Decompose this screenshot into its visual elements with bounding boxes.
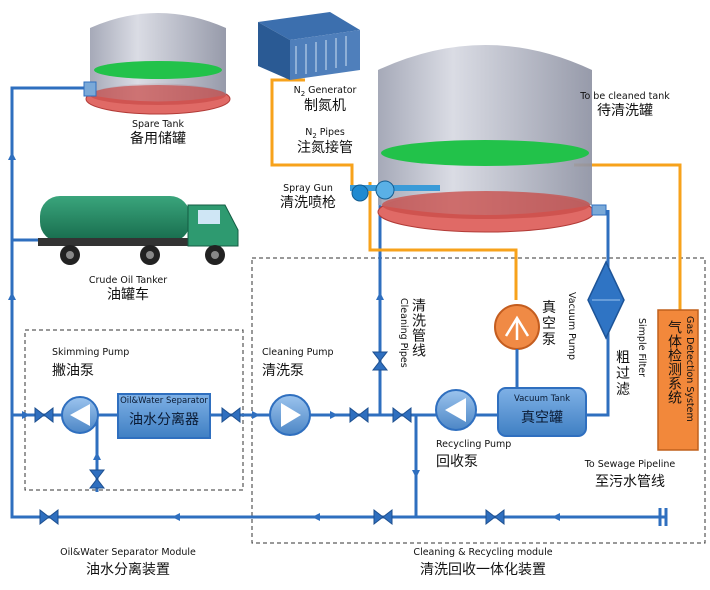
spare-tank-label-en: Spare Tank bbox=[131, 119, 185, 130]
to-be-cleaned-tank bbox=[377, 45, 607, 233]
oil-water-separator-box bbox=[117, 393, 211, 439]
crude-oil-tanker-truck bbox=[38, 196, 239, 265]
spray-gun bbox=[350, 180, 440, 202]
recycling-pump-label-en: Recycling Pump bbox=[436, 439, 512, 450]
vacuum-tank-label-en: Vacuum Tank bbox=[513, 394, 571, 404]
recycling-pump-icon bbox=[435, 389, 477, 431]
valve-icon bbox=[39, 508, 59, 526]
vacuum-pump-label-en: Vacuum Pump bbox=[566, 292, 577, 360]
valve-icon bbox=[34, 406, 54, 424]
valve-icon bbox=[221, 406, 241, 424]
spray-gun-label-en: Spray Gun bbox=[283, 183, 333, 194]
cleaning-module-label: Cleaning & Recycling module 清洗回收一体化装置 bbox=[413, 547, 553, 578]
spare-tank bbox=[83, 13, 231, 115]
spray-gun-label: Spray Gun 清洗喷枪 bbox=[280, 183, 336, 211]
cleaning-module-box bbox=[251, 257, 706, 544]
to-be-cleaned-tank-label-cn: 待清洗罐 bbox=[597, 102, 653, 119]
crude-oil-tanker-label-cn: 油罐车 bbox=[107, 286, 149, 303]
crude-oil-tanker-label: Crude Oil Tanker 油罐车 bbox=[88, 275, 168, 303]
crude-oil-tanker-label-en: Crude Oil Tanker bbox=[88, 275, 168, 286]
oil-water-separator-label-en: Oil&Water Separator bbox=[120, 396, 208, 406]
vacuum-tank-label: Vacuum Tank 真空罐 bbox=[498, 394, 586, 427]
n2-pipes-label-cn: 注氮接管 bbox=[297, 139, 353, 156]
skimming-pump-label-cn: 撇油泵 bbox=[52, 362, 94, 379]
skimming-pump-icon bbox=[61, 396, 99, 434]
cleaning-pipes-label-en: Cleaning Pipes bbox=[398, 298, 409, 368]
cleaning-module-label-en: Cleaning & Recycling module bbox=[413, 547, 553, 558]
separator-module-box bbox=[24, 329, 244, 491]
vacuum-tank-box bbox=[497, 387, 587, 437]
cleaning-pipes-label: Cleaning Pipes bbox=[394, 298, 413, 370]
simple-filter-label-cn: 粗过滤 bbox=[616, 350, 630, 398]
separator-module-label-en: Oil&Water Separator Module bbox=[60, 547, 196, 558]
simple-filter-icon bbox=[587, 260, 625, 340]
valve-icon bbox=[392, 406, 412, 424]
to-be-cleaned-tank-label-en: To be cleaned tank bbox=[580, 91, 670, 102]
cleaning-pump-label-en: Cleaning Pump bbox=[262, 347, 334, 358]
cleaning-pump-label-cn: 清洗泵 bbox=[262, 362, 304, 379]
skimming-pump-label: Skimming Pump 撇油泵 bbox=[52, 347, 130, 379]
oil-water-separator-label: Oil&Water Separator 油水分离器 bbox=[118, 396, 210, 429]
n2-generator-label-en: N2 Generator bbox=[293, 85, 357, 98]
gas-detection-box bbox=[657, 309, 699, 451]
cleaning-module-label-cn: 清洗回收一体化装置 bbox=[419, 561, 546, 578]
to-sewage-label-cn: 至污水管线 bbox=[595, 473, 665, 490]
vacuum-pump-icon bbox=[494, 304, 540, 388]
n2-pipes-label-en: N2 Pipes bbox=[305, 127, 345, 140]
cleaning-pump-icon bbox=[269, 394, 311, 436]
n2-generator-container bbox=[258, 12, 360, 80]
valves bbox=[34, 351, 505, 526]
gas-detection-label-en: Gas Detection System bbox=[684, 316, 695, 422]
n2-generator-label: N2 Generator 制氮机 bbox=[293, 85, 357, 114]
n2-generator-label-cn: 制氮机 bbox=[304, 97, 346, 114]
separator-module-label-cn: 油水分离装置 bbox=[85, 561, 170, 578]
vacuum-pump-label-cn-wrap: 真空泵 bbox=[542, 300, 557, 348]
skimming-pump-label-en: Skimming Pump bbox=[52, 347, 130, 358]
valve-icon bbox=[88, 469, 106, 489]
spare-tank-label-cn: 备用储罐 bbox=[130, 130, 186, 147]
to-be-cleaned-tank-label: To be cleaned tank 待清洗罐 bbox=[580, 91, 670, 119]
recycling-pump-label-cn: 回收泵 bbox=[436, 453, 478, 470]
to-sewage-label: To Sewage Pipeline 至污水管线 bbox=[584, 459, 676, 490]
cleaning-pipes-label-cn: 清洗管线 bbox=[410, 298, 426, 358]
n2-pipes-label: N2 Pipes 注氮接管 bbox=[297, 127, 353, 156]
gas-detection-label-cn: 气体检测系统 bbox=[666, 320, 682, 404]
valve-icon bbox=[349, 406, 369, 424]
separator-module-label: Oil&Water Separator Module 油水分离装置 bbox=[60, 547, 196, 578]
simple-filter-label-cn-wrap: 粗过滤 bbox=[616, 350, 631, 398]
to-sewage-label-en: To Sewage Pipeline bbox=[584, 459, 676, 470]
vacuum-pump-label-cn: 真空泵 bbox=[542, 300, 556, 348]
valve-icon bbox=[371, 351, 389, 371]
valve-icon bbox=[485, 508, 505, 526]
spare-tank-label: Spare Tank 备用储罐 bbox=[130, 119, 186, 147]
vacuum-tank-label-cn: 真空罐 bbox=[521, 410, 563, 426]
valve-icon bbox=[373, 508, 393, 526]
oil-water-separator-label-cn: 油水分离器 bbox=[129, 412, 199, 428]
cleaning-pump-label: Cleaning Pump 清洗泵 bbox=[262, 347, 334, 379]
spray-gun-label-cn: 清洗喷枪 bbox=[280, 194, 336, 211]
simple-filter-label-en: Simple Filter bbox=[636, 318, 647, 377]
orange-pipes bbox=[270, 78, 682, 312]
recycling-pump-label: Recycling Pump 回收泵 bbox=[436, 439, 512, 470]
